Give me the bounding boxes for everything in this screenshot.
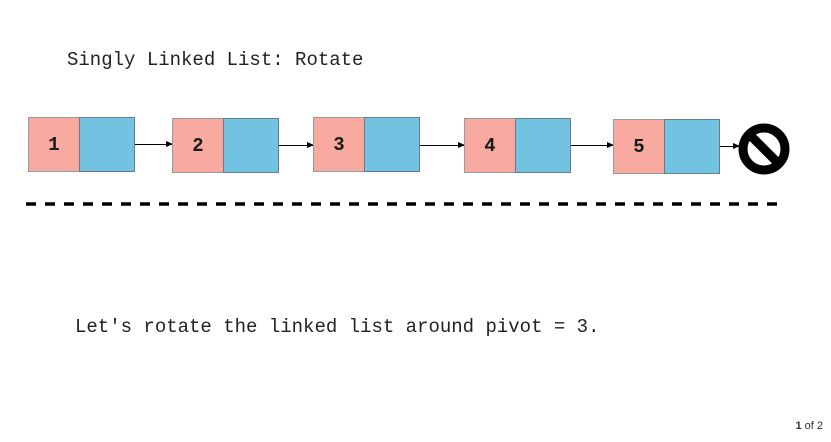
list-node-3: 3 xyxy=(313,117,420,172)
null-terminator-icon xyxy=(738,123,790,175)
list-node-5: 5 xyxy=(613,119,720,174)
arrowhead-icon xyxy=(307,142,314,148)
node-value-cell: 2 xyxy=(172,118,224,173)
arrowhead-icon xyxy=(607,142,614,148)
node-value-cell: 3 xyxy=(313,117,365,172)
node-pointer-cell xyxy=(364,117,420,172)
list-node-4: 4 xyxy=(464,118,571,173)
diagram-title: Singly Linked List: Rotate xyxy=(67,49,364,71)
next-pointer-arrow xyxy=(135,141,173,147)
node-pointer-cell xyxy=(79,117,135,172)
node-value-cell: 4 xyxy=(464,118,516,173)
node-value-cell: 5 xyxy=(613,119,665,174)
step-caption: Let's rotate the linked list around pivo… xyxy=(75,316,600,338)
arrowhead-icon xyxy=(458,142,465,148)
next-pointer-arrow xyxy=(571,142,614,148)
page-indicator: 1 of 2 xyxy=(795,420,823,432)
arrowhead-icon xyxy=(733,143,740,149)
list-node-1: 1 xyxy=(28,117,135,172)
next-pointer-arrow xyxy=(720,143,740,149)
next-pointer-arrow xyxy=(420,142,465,148)
node-value-cell: 1 xyxy=(28,117,80,172)
node-pointer-cell xyxy=(515,118,571,173)
list-node-2: 2 xyxy=(172,118,279,173)
current-page: 1 xyxy=(795,420,802,432)
next-pointer-arrow xyxy=(279,142,314,148)
dashed-divider xyxy=(26,202,786,206)
total-pages: 2 xyxy=(816,420,823,432)
node-pointer-cell xyxy=(223,118,279,173)
arrowhead-icon xyxy=(166,141,173,147)
page-separator: of xyxy=(804,420,814,432)
node-pointer-cell xyxy=(664,119,720,174)
